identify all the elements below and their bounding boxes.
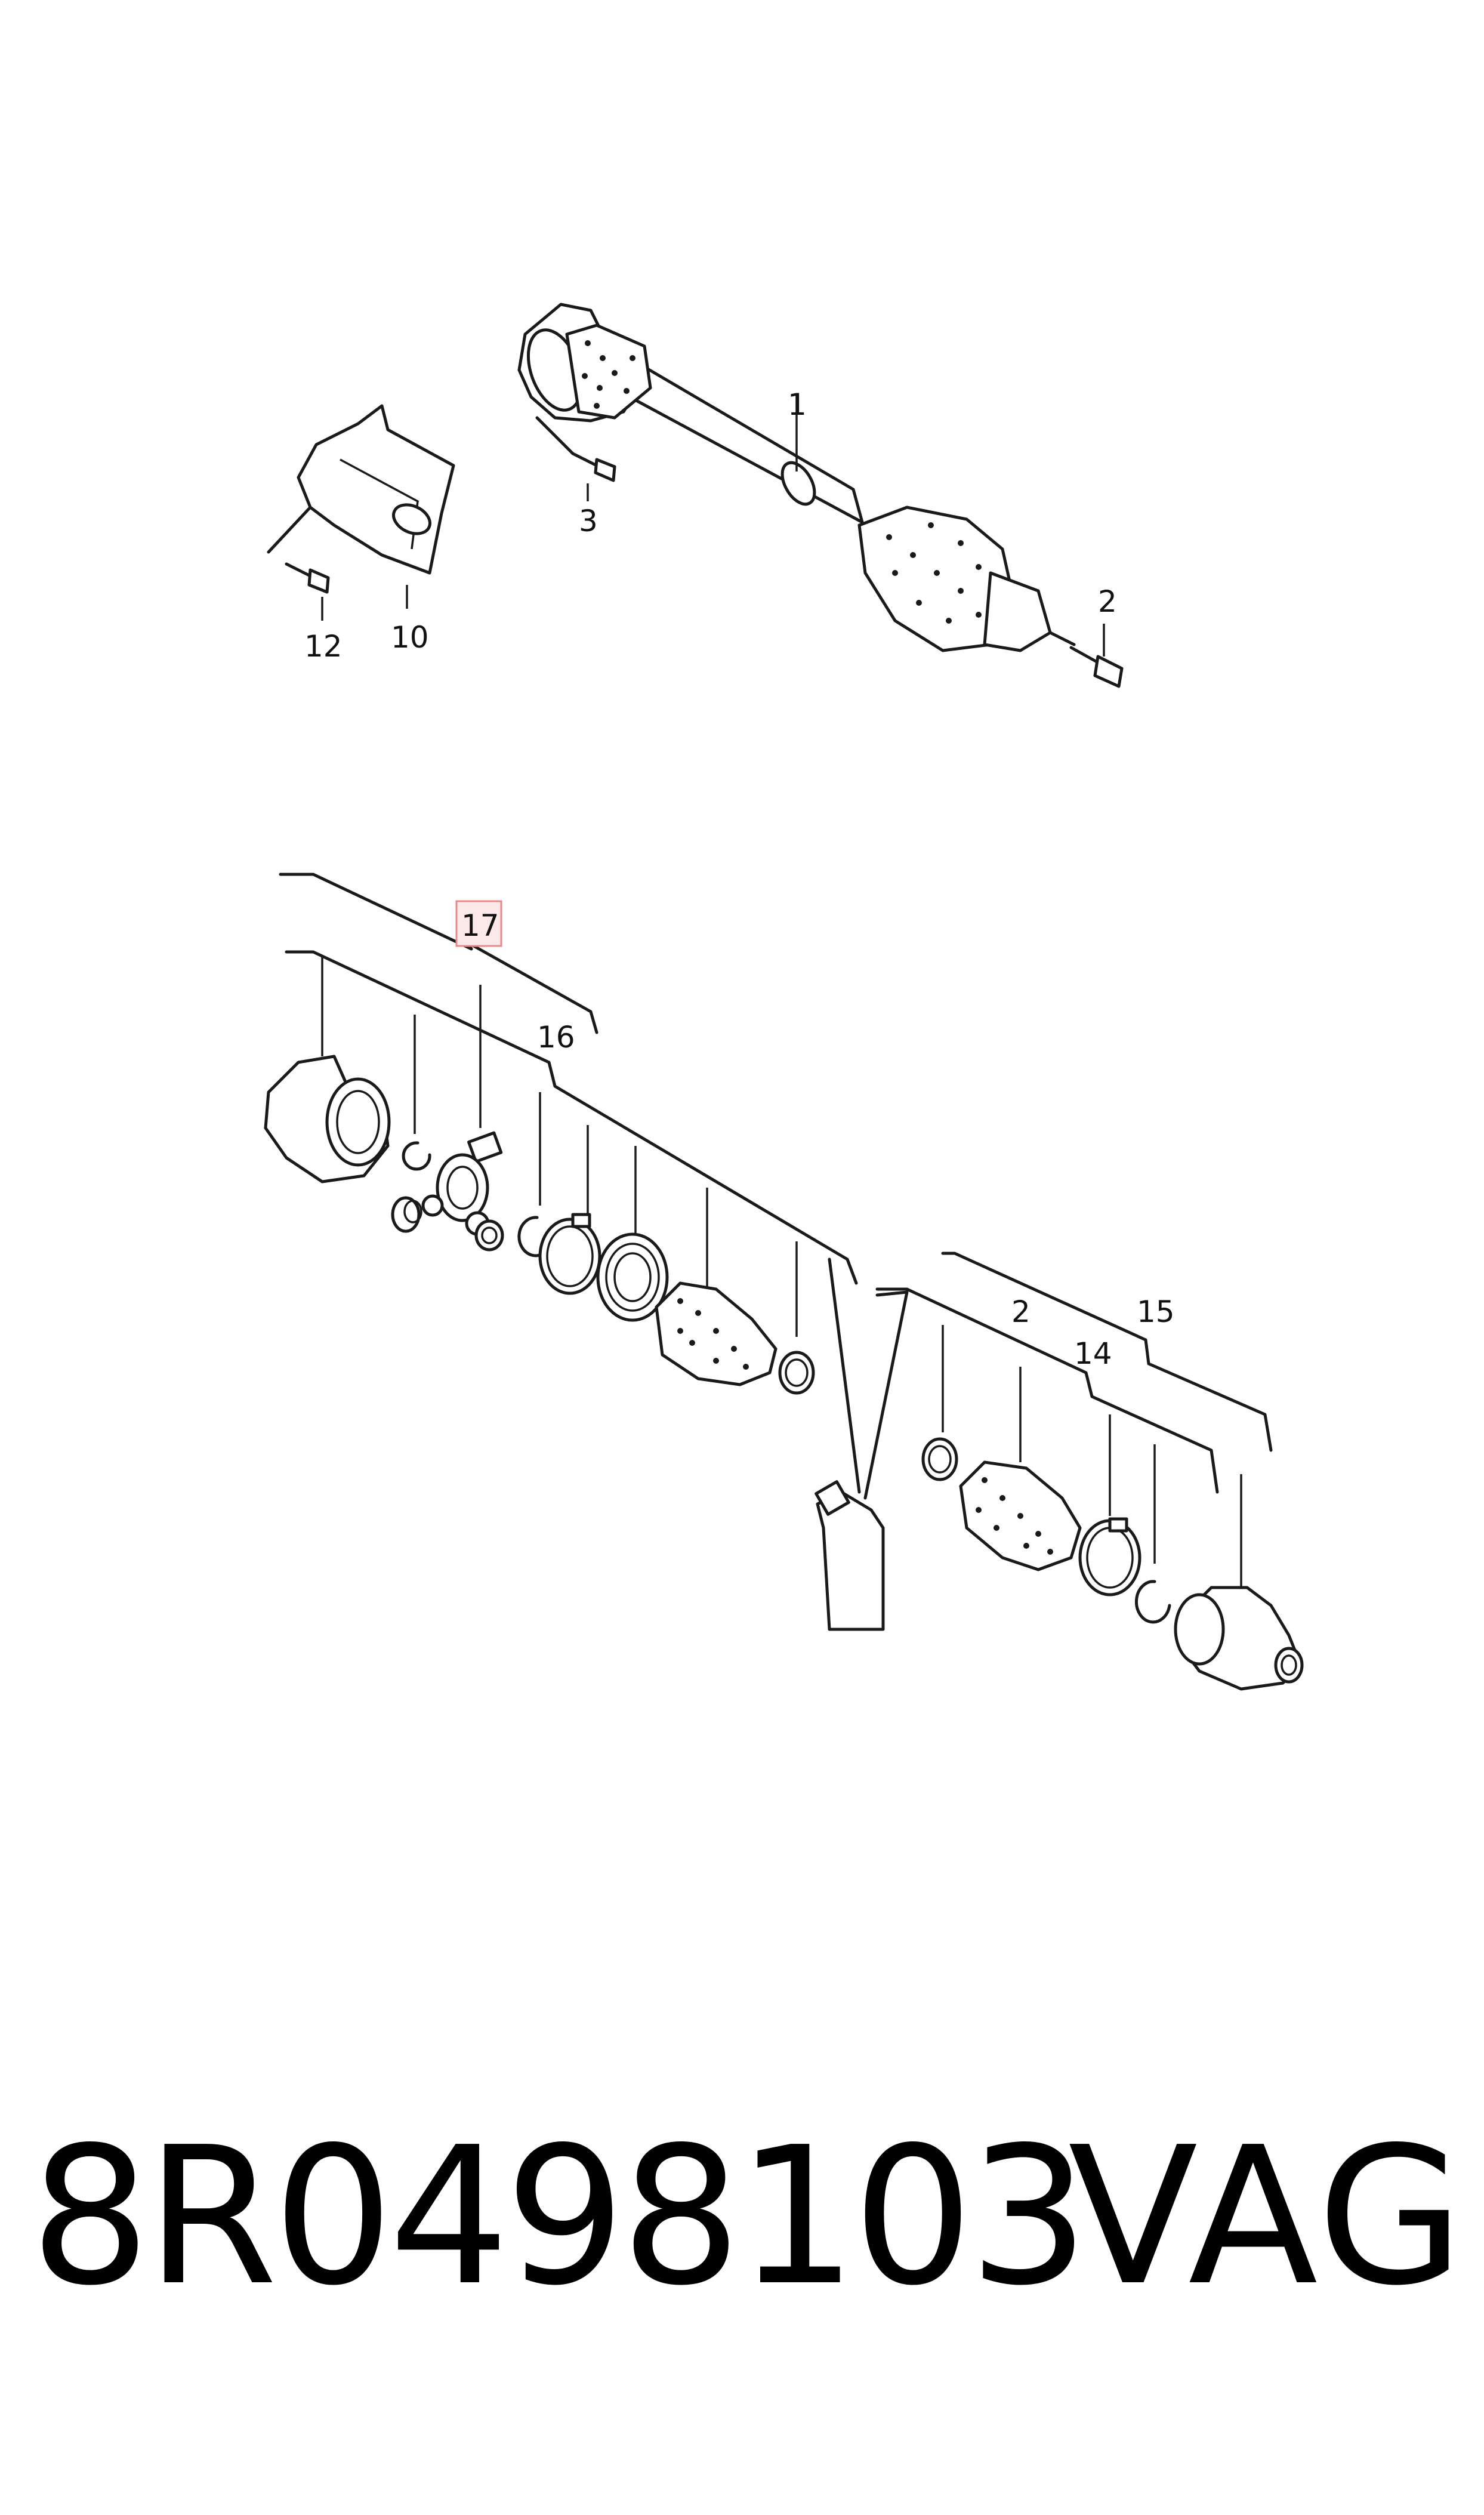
boot-kit-16 <box>655 1281 778 1386</box>
callout-14: 14 <box>1074 1336 1112 1371</box>
outer-joint <box>1174 1586 1304 1691</box>
inner-joint-housing <box>264 1055 391 1183</box>
seal-ring <box>596 1232 669 1322</box>
grease-tube <box>814 1480 885 1631</box>
callout-12: 12 <box>304 629 343 664</box>
part-number: 8R0498103 <box>30 2106 1090 2327</box>
tripod-roller <box>421 1131 503 1236</box>
callout-10: 10 <box>391 620 429 655</box>
bolt-2-top <box>1069 646 1124 688</box>
boot-kit-14 <box>959 1460 1082 1571</box>
callout-2-top: 2 <box>1098 584 1117 619</box>
inner-boot-dots <box>582 340 635 409</box>
callout-15: 15 <box>1137 1295 1175 1329</box>
callout-1: 1 <box>788 387 807 422</box>
circlip-outer <box>1134 1580 1171 1624</box>
brand-name: VAG <box>1068 2106 1467 2327</box>
callout-2-bottom: 2 <box>1011 1295 1031 1329</box>
callout-17: 17 <box>461 908 499 943</box>
drive-shaft-assembly <box>517 303 1076 652</box>
clamp-small <box>778 1351 815 1395</box>
circlip <box>402 1141 431 1171</box>
washer <box>474 1219 504 1252</box>
bolt-12 <box>285 562 330 594</box>
clamp-small-outer <box>921 1437 958 1481</box>
clamp-band-large <box>538 1213 601 1295</box>
callout-16: 16 <box>537 1020 575 1055</box>
heat-shield-bracket-10 <box>267 404 455 575</box>
callout-3: 3 <box>579 504 598 538</box>
bolt-3 <box>535 416 616 482</box>
bush <box>391 1196 422 1233</box>
callout-17-highlight <box>455 900 502 947</box>
clamp-band-outer <box>1078 1517 1141 1596</box>
